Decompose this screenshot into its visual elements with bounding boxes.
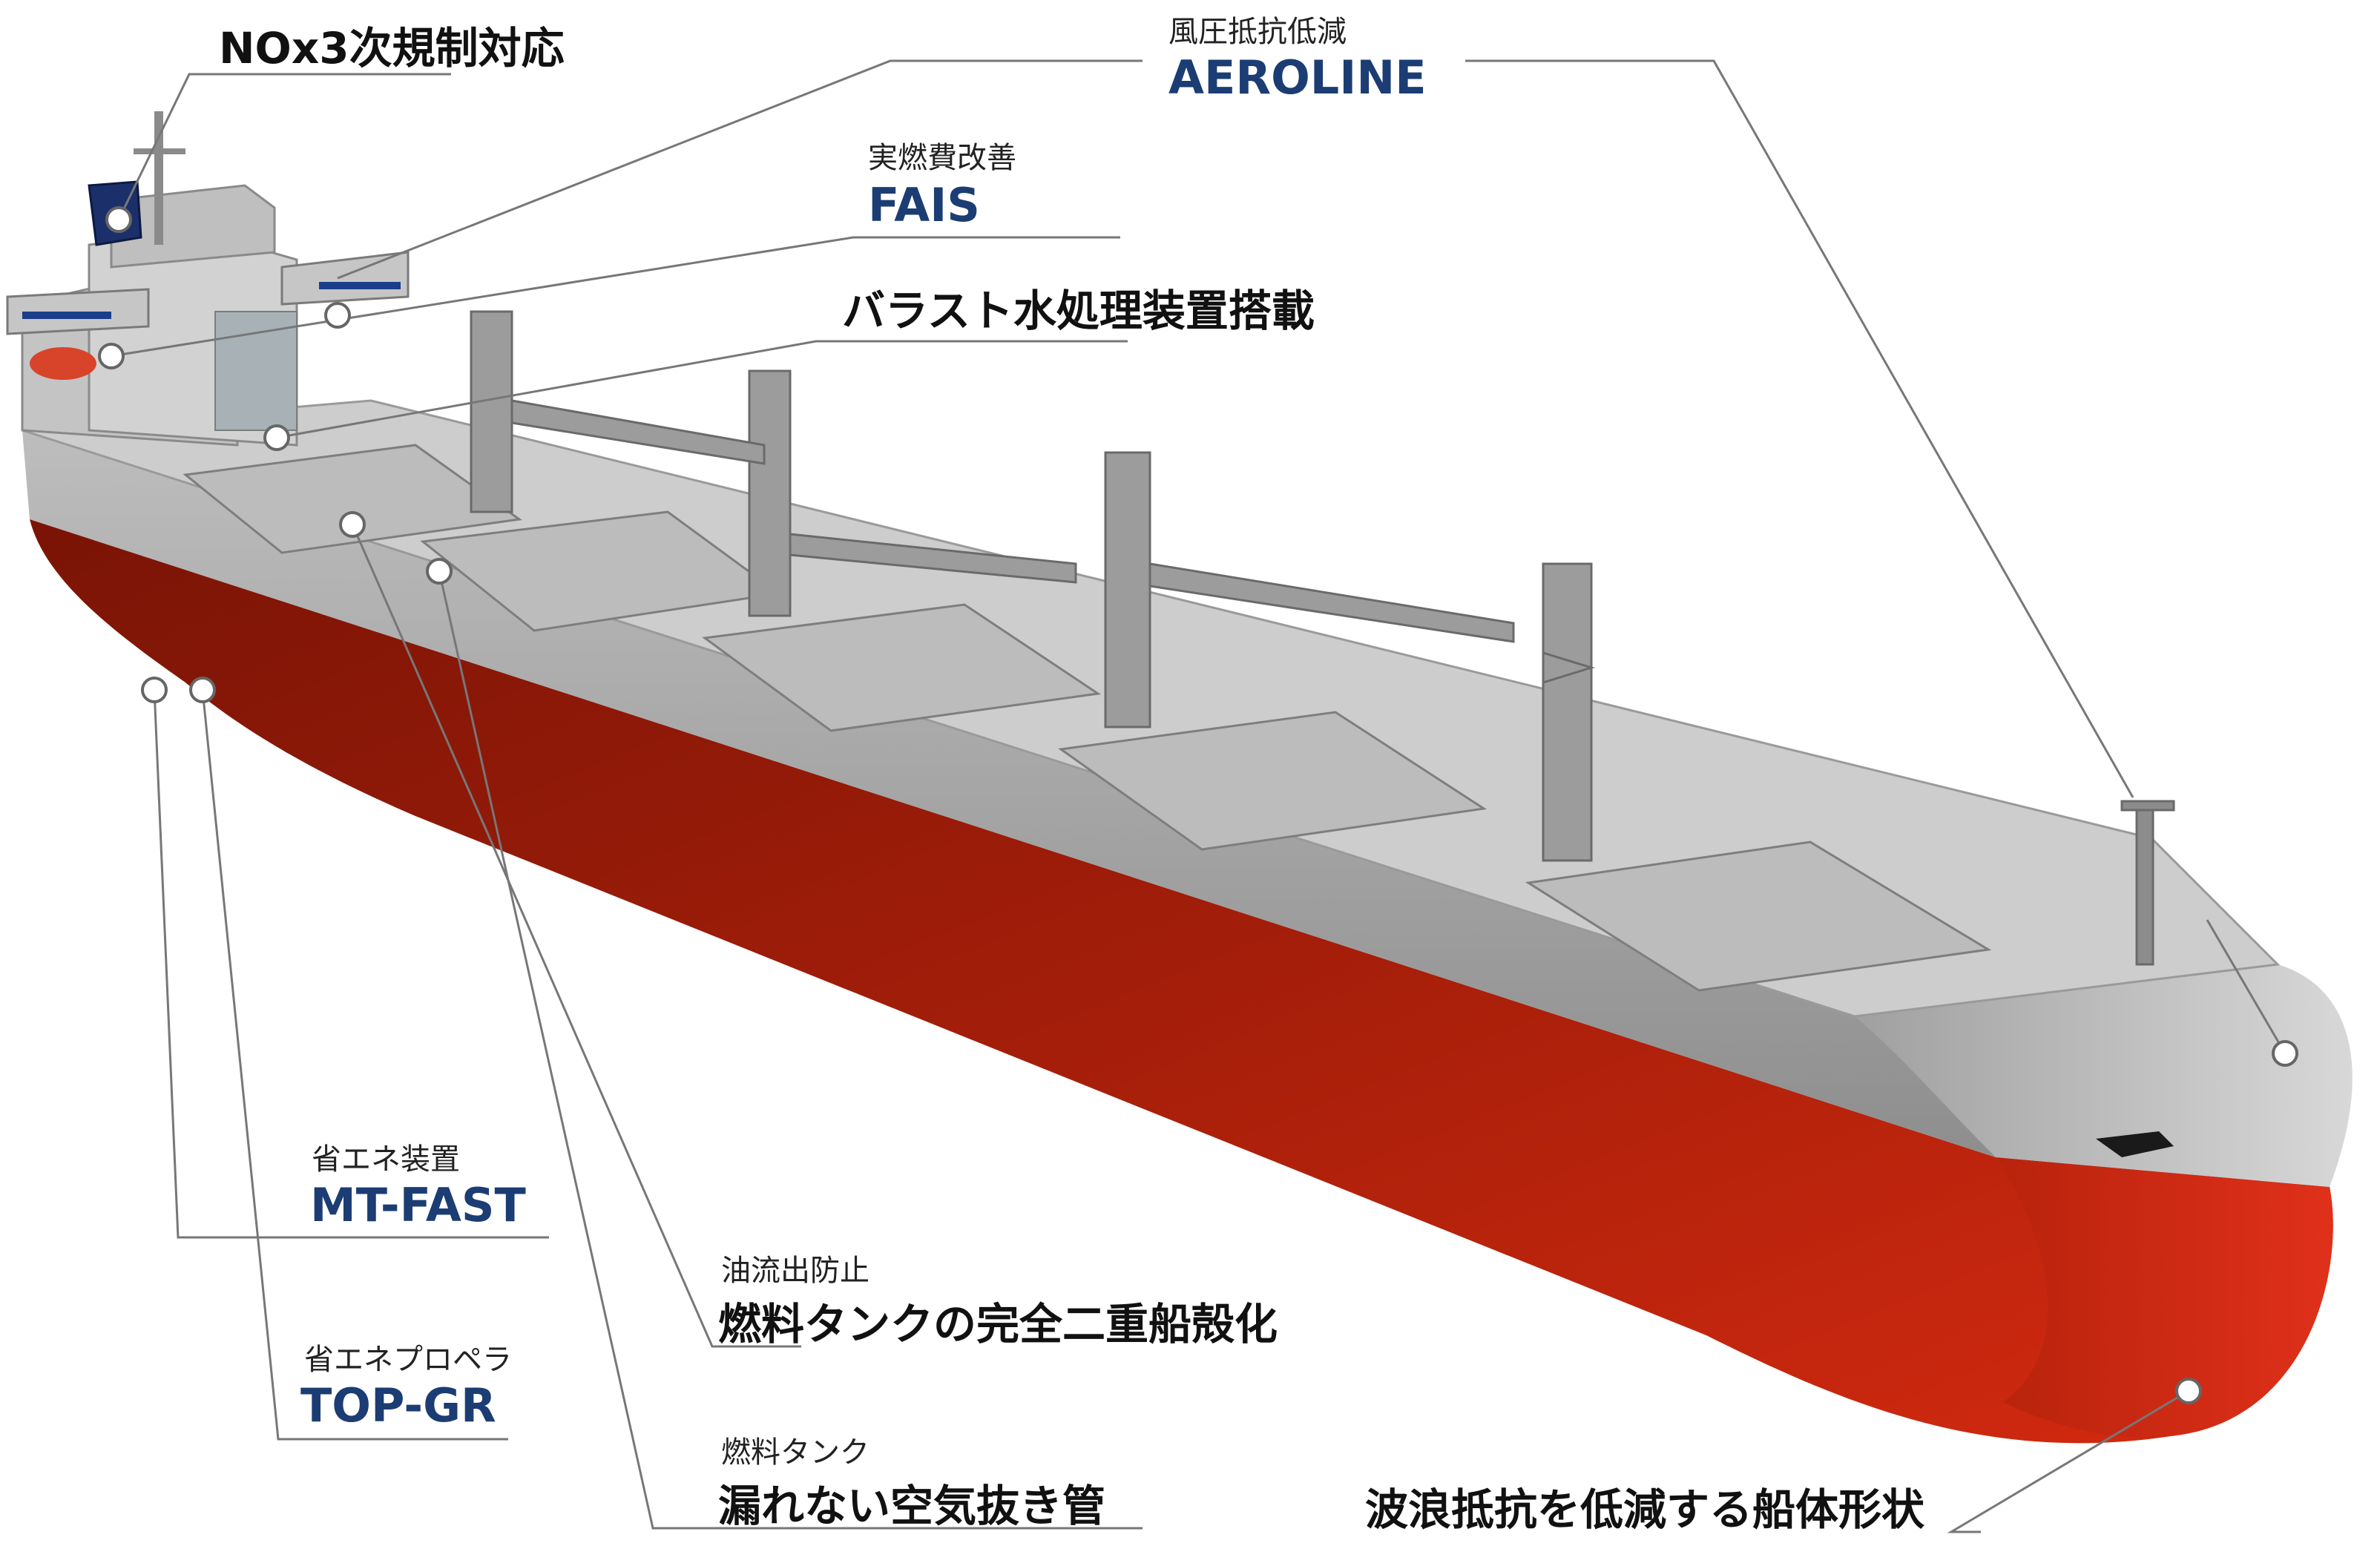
callout-aeroline-name: AEROLINE <box>1168 50 1427 105</box>
marker-ballast <box>263 424 290 451</box>
callout-topgr-name: TOP-GR <box>300 1378 496 1432</box>
callout-fais-subtitle: 実燃費改善 <box>868 141 1016 175</box>
marker-nox <box>105 206 132 233</box>
marker-hull <box>2175 1378 2202 1404</box>
callout-oil-title: 燃料タンクの完全二重船殻化 <box>718 1299 1278 1349</box>
callout-hull-title: 波浪抵抗を低減する船体形状 <box>1365 1484 1925 1535</box>
callout-mtfast-name: MT-FAST <box>310 1178 526 1232</box>
anchor <box>2096 1131 2174 1157</box>
callout-fuel-subtitle: 燃料タンク <box>721 1435 870 1470</box>
callout-oil-subtitle: 油流出防止 <box>721 1254 870 1288</box>
callout-markers <box>98 206 2298 1404</box>
callout-fais-name: FAIS <box>868 178 980 232</box>
deck-cranes <box>470 310 1596 862</box>
marker-topgr <box>189 677 216 703</box>
callout-aeroline-subtitle: 風圧抵抗低減 <box>1168 15 1347 49</box>
bow-grey <box>1855 964 2353 1187</box>
foremast <box>2120 800 2175 966</box>
superstructure <box>6 111 410 447</box>
callout-fuel-title: 漏れない空気抜き管 <box>718 1481 1106 1531</box>
marker-oil <box>339 511 366 538</box>
leader-lines <box>111 59 2287 1533</box>
callout-mtfast-subtitle: 省エネ装置 <box>312 1142 460 1177</box>
marker-bow <box>2272 1040 2298 1067</box>
hull-lower-red <box>30 519 2333 1444</box>
callout-ballast-title: バラスト水処理装置搭載 <box>842 286 1315 336</box>
bow-red <box>1996 1157 2333 1438</box>
marker-aeroline <box>98 343 125 369</box>
marker-mtfast <box>141 677 168 703</box>
marker-fais <box>324 302 351 329</box>
callout-nox-title: NOx3次規制対応 <box>219 23 565 73</box>
marker-fuel <box>426 558 453 585</box>
hatch-covers <box>183 444 1992 992</box>
callout-topgr-subtitle: 省エネプロペラ <box>304 1343 512 1377</box>
